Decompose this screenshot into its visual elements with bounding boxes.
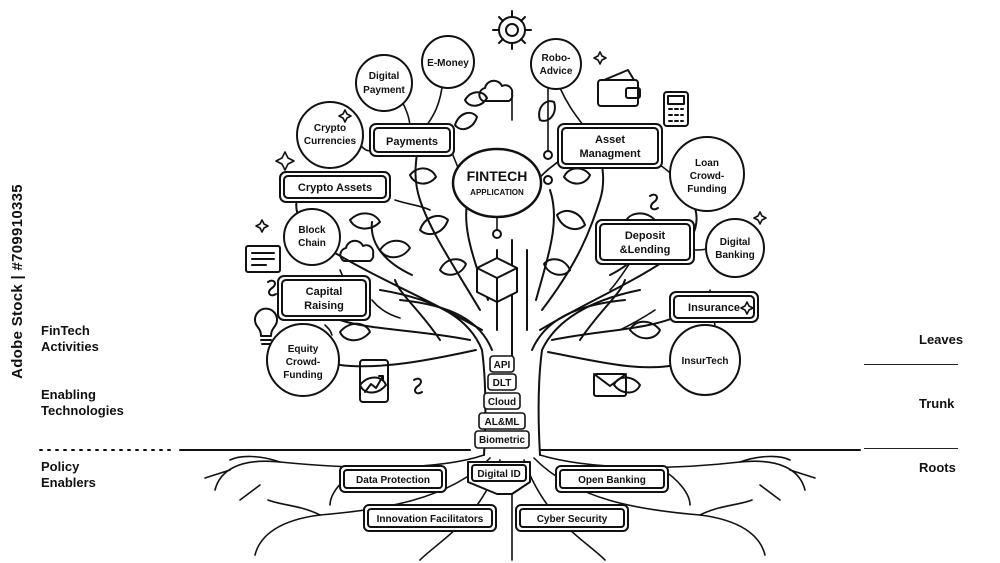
label-line: Leaves [919, 332, 964, 347]
node-block-chain [283, 208, 341, 266]
node-text: Capital [306, 286, 343, 298]
label-line: Trunk [919, 396, 955, 411]
label-line: Roots [919, 460, 956, 475]
node-text: Payment [363, 85, 405, 96]
cloud-icon [339, 239, 375, 262]
node-text: Advice [540, 66, 573, 77]
node-text: Loan [695, 158, 719, 169]
cloud-icon [478, 79, 514, 102]
label-policy-enablers: Policy Enablers [41, 459, 96, 491]
node-deposit-lending-box [595, 219, 695, 265]
label-trunk: Trunk [919, 396, 954, 412]
node-text: Raising [304, 300, 344, 312]
trunk-label: AL&ML [485, 417, 520, 428]
node-capital-raising-box [277, 275, 371, 321]
node-payments-box [369, 123, 455, 157]
node-text: Block [298, 225, 326, 236]
label-enabling-technologies: Enabling Technologies [41, 387, 124, 419]
envelope-icon [593, 373, 627, 397]
trunk-label: DLT [493, 378, 512, 389]
label-line: Technologies [41, 403, 124, 418]
node-text: Crypto Assets [298, 182, 372, 194]
node-text: Crowd- [690, 171, 724, 182]
node-digital-payment [355, 54, 413, 112]
connector-dot [543, 175, 553, 185]
gear-icon [492, 10, 532, 50]
node-text: Funding [687, 184, 726, 195]
node-e-money [421, 35, 475, 89]
center-title: FINTECH [467, 168, 528, 184]
connector-dot [492, 229, 502, 239]
label-line: FinTech [41, 323, 90, 338]
tablet-chart-icon [359, 359, 389, 403]
node-text: Currencies [304, 136, 357, 147]
connector-dot [543, 150, 553, 160]
calculator-icon [663, 91, 689, 127]
root-boxes [339, 461, 669, 532]
lightbulb-icon [254, 307, 278, 345]
label-leaves: Leaves [919, 332, 963, 348]
trunk-label-boxes [474, 355, 530, 449]
box-icon [476, 257, 518, 303]
node-text: Banking [715, 250, 754, 261]
document-icon [245, 245, 281, 273]
node-insurtech [669, 324, 741, 396]
node-crypto-assets-box [279, 171, 391, 203]
sparkle-icon [255, 51, 767, 315]
label-line: Enablers [41, 475, 96, 490]
trunk-label: API [494, 360, 511, 371]
node-text: Crypto [314, 123, 346, 134]
node-insurance-box [669, 291, 759, 323]
trunk-label: Biometric [479, 435, 526, 446]
node-text: Digital [720, 237, 751, 248]
divider-line [864, 448, 958, 449]
divider-line [864, 364, 958, 365]
node-crypto-currencies [296, 101, 364, 169]
node-text: &Lending [620, 244, 671, 256]
center-ellipse [451, 147, 543, 219]
label-line: Enabling [41, 387, 96, 402]
label-fintech-activities: FinTech Activities [41, 323, 99, 355]
node-loan-crowdfunding [669, 136, 745, 212]
node-text: Chain [298, 238, 326, 249]
trunk-right-edge [537, 289, 641, 456]
node-text: Equity [288, 344, 319, 355]
root-label: Cyber Security [537, 514, 608, 525]
root-label: Innovation Facilitators [377, 514, 484, 525]
root-label: Digital ID [477, 469, 520, 480]
label-line: Policy [41, 459, 80, 474]
wallet-icon [597, 69, 641, 107]
node-text: Deposit [625, 230, 666, 242]
node-robo-advice [530, 38, 582, 90]
label-roots: Roots [919, 460, 956, 476]
trunk-label: Cloud [488, 397, 516, 408]
node-text: E-Money [427, 58, 469, 69]
node-text: Funding [283, 370, 322, 381]
center-subtitle: APPLICATION [470, 188, 524, 197]
node-text: InsurTech [681, 356, 728, 367]
root-label: Data Protection [356, 475, 430, 486]
node-equity-crowdfunding [266, 323, 340, 397]
node-text: Digital [369, 71, 400, 82]
root-label: Open Banking [578, 475, 646, 486]
node-text: Crowd- [286, 357, 320, 368]
node-digital-banking [705, 218, 765, 278]
trunk-left-edge [379, 289, 487, 456]
node-text: Asset [595, 134, 625, 146]
node-asset-management-box [557, 123, 663, 169]
node-text: Robo- [542, 53, 571, 64]
coin-icon [267, 193, 659, 395]
label-line: Activities [41, 339, 99, 354]
node-text: Payments [386, 136, 438, 148]
node-text: Insurance [688, 302, 740, 314]
node-text: Managment [579, 148, 640, 160]
